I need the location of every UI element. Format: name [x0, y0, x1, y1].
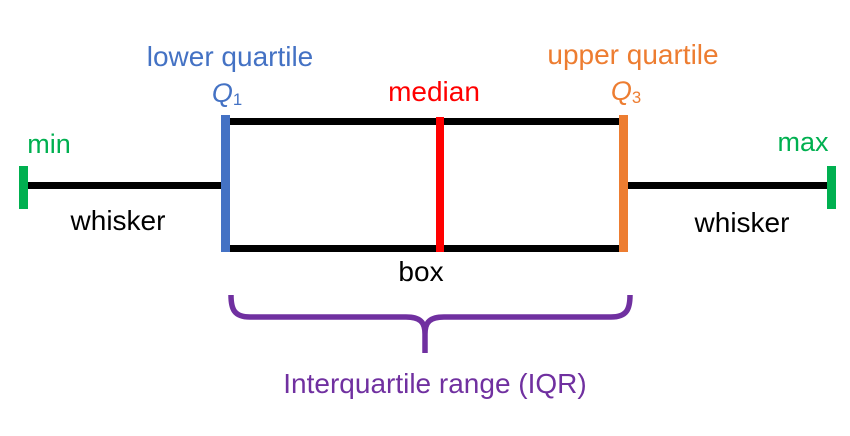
- upper-quartile-label: upper quartile: [547, 39, 719, 70]
- median-line: [436, 117, 444, 252]
- box-top-edge: [226, 118, 624, 125]
- q1-line: [221, 115, 230, 252]
- median-label: median: [388, 76, 480, 107]
- whisker-left-line: [22, 182, 224, 189]
- max-cap: [827, 166, 836, 209]
- max-label: max: [777, 127, 829, 157]
- min-cap: [19, 166, 28, 209]
- whisker-left-label: whisker: [70, 205, 166, 236]
- q3-letter: Q: [610, 76, 632, 106]
- q1-letter: Q: [211, 78, 233, 108]
- q3-line: [619, 115, 628, 252]
- iqr-label: Interquartile range (IQR): [283, 368, 587, 399]
- q3-label: Q3: [586, 76, 666, 107]
- whisker-right-line: [627, 182, 829, 189]
- whisker-right-label: whisker: [694, 207, 790, 238]
- box-label: box: [398, 256, 444, 287]
- box-bottom-edge: [226, 245, 624, 252]
- q3-subscript: 3: [631, 88, 642, 107]
- q1-label: Q1: [187, 78, 267, 109]
- iqr-brace-path: [228, 294, 633, 353]
- iqr-brace: [228, 294, 633, 353]
- q1-subscript: 1: [232, 90, 243, 109]
- lower-quartile-label: lower quartile: [146, 41, 314, 72]
- min-label: min: [27, 129, 71, 159]
